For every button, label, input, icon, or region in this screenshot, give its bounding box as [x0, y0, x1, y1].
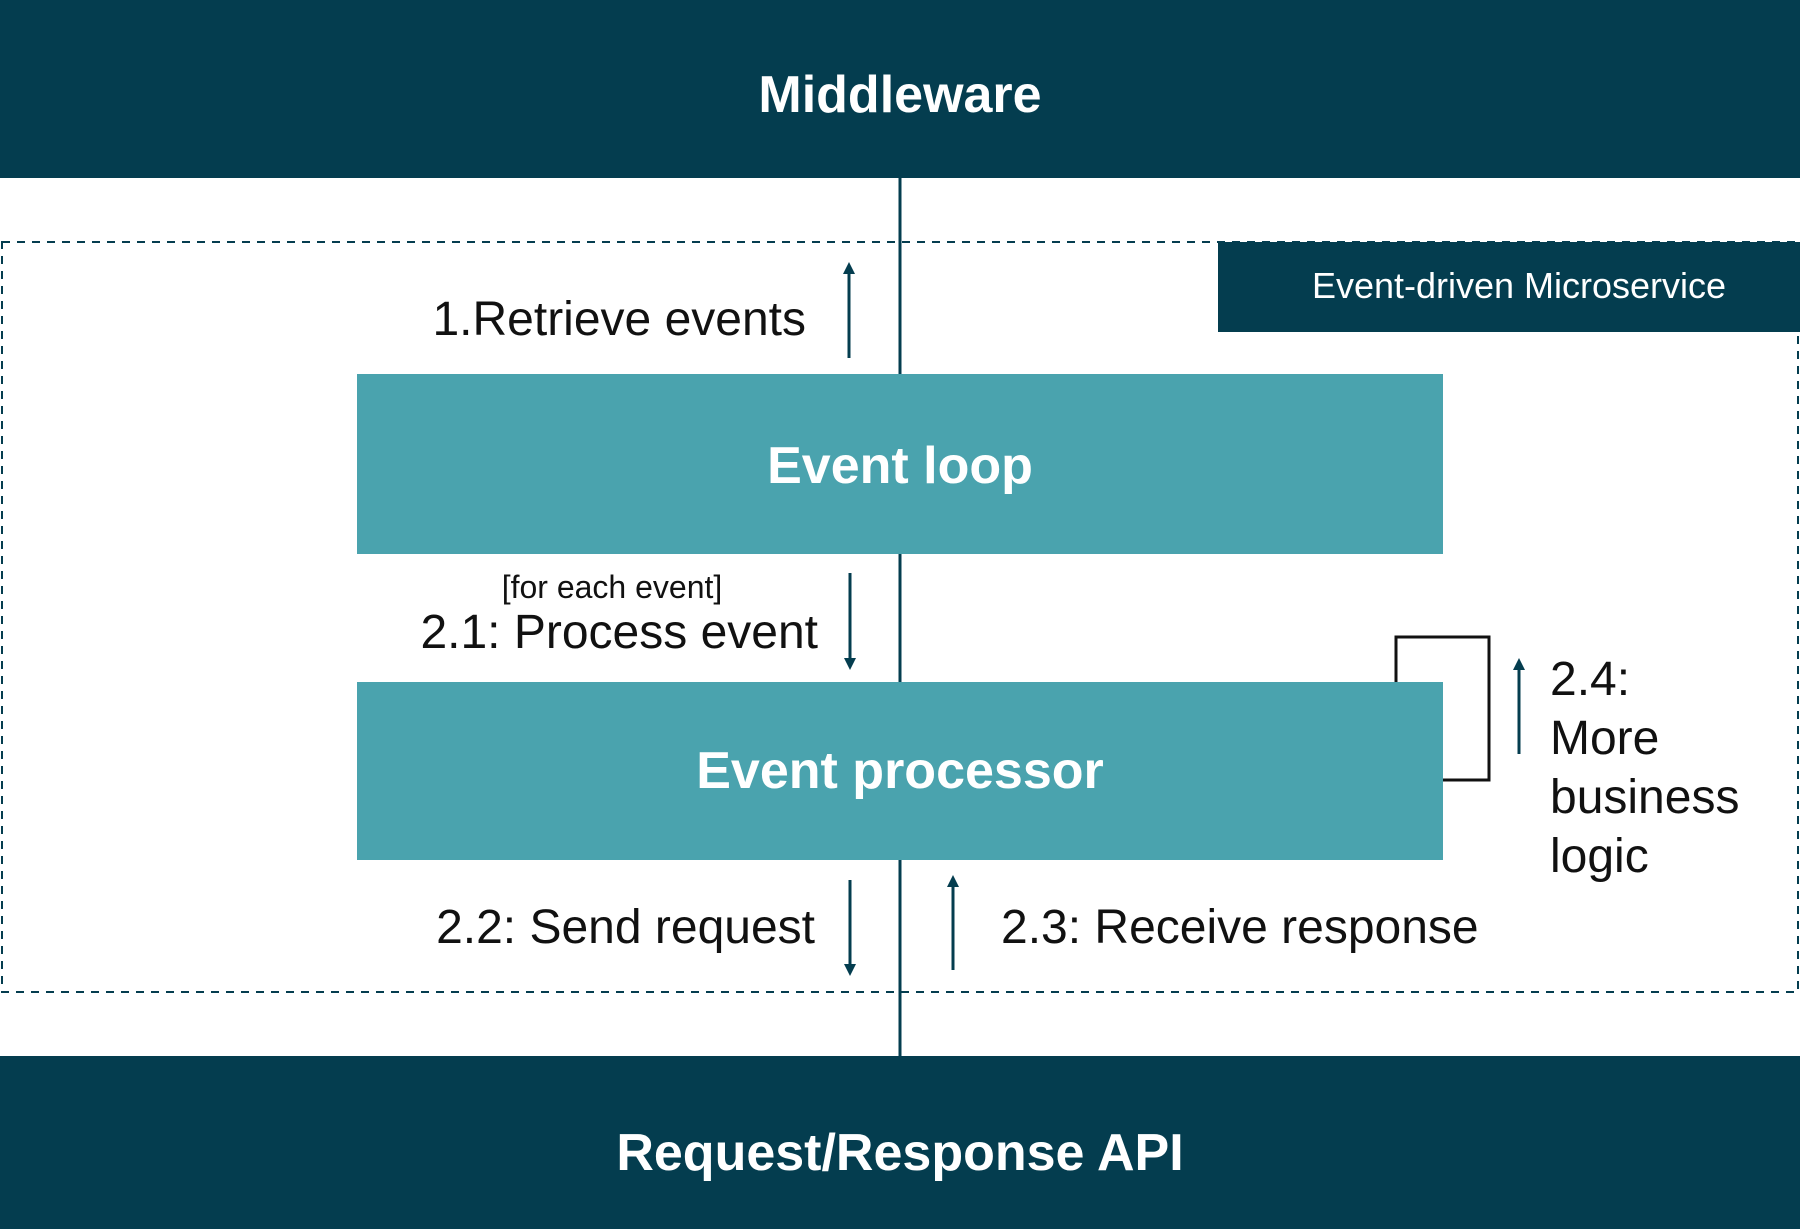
microservice-tag	[1218, 242, 1800, 332]
step-more-business-logic-line3: business	[1550, 771, 1739, 824]
request-response-api-label: Request/Response API	[616, 1124, 1183, 1182]
microservice-tag-label: Event-driven Microservice	[1312, 265, 1726, 306]
step-more-business-logic-line1: 2.4:	[1550, 653, 1630, 706]
middleware-band	[0, 0, 1800, 178]
step-more-business-logic-line2: More	[1550, 712, 1659, 765]
event-loop-label: Event loop	[767, 437, 1033, 495]
business-logic-loop	[1394, 635, 1491, 782]
step-retrieve-events: 1.Retrieve events	[432, 293, 806, 346]
microservice-boundary	[1, 241, 1799, 993]
step-receive-response: 2.3: Receive response	[1001, 901, 1479, 954]
event-loop-box	[357, 374, 1443, 554]
event-processor-label: Event processor	[696, 742, 1104, 800]
middleware-label: Middleware	[758, 66, 1041, 124]
step-send-request: 2.2: Send request	[436, 901, 815, 954]
step-more-business-logic: 2.4: More business logic	[1550, 653, 1753, 883]
step-for-each-event: [for each event]	[502, 569, 723, 605]
request-response-api-band	[0, 1056, 1800, 1229]
step-process-event: 2.1: Process event	[420, 606, 818, 659]
event-processor-box	[357, 682, 1443, 860]
step-more-business-logic-line4: logic	[1550, 830, 1649, 883]
